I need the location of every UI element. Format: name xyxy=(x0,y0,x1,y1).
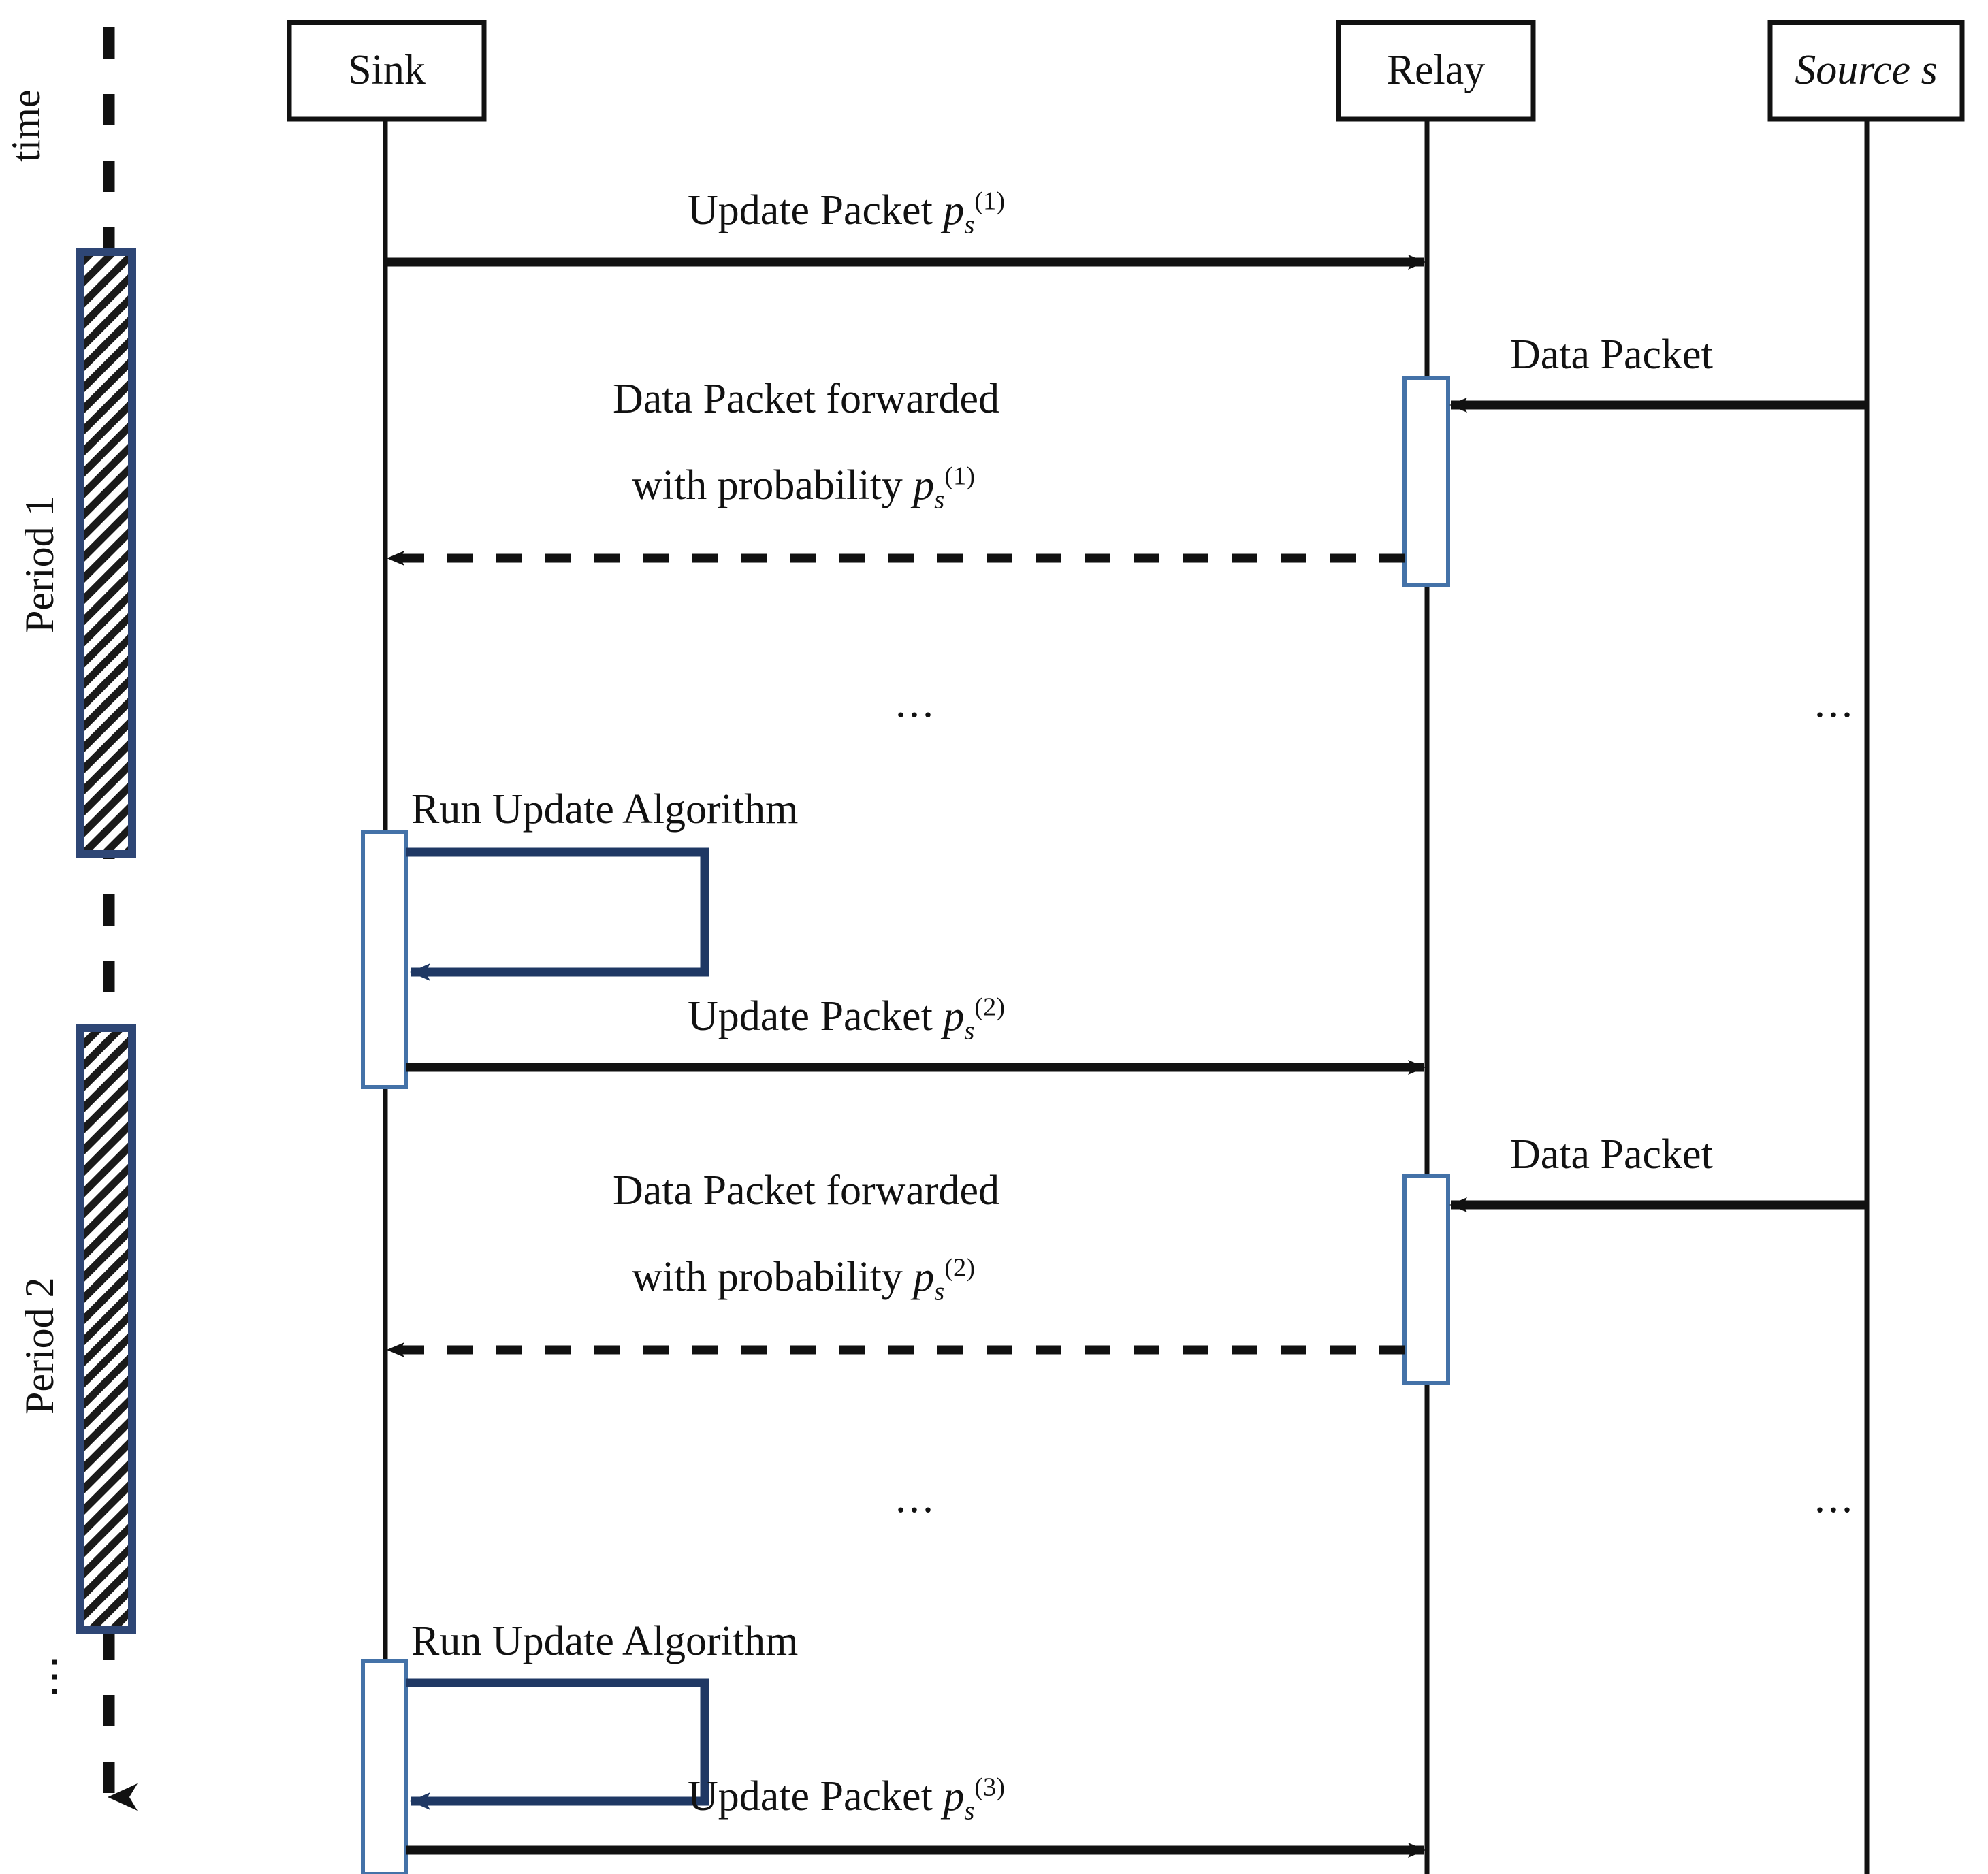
self-loop-label-run-update-algorithm-2: Run Update Algorithm xyxy=(411,1618,799,1664)
message-label-forward-return-1-line1: Data Packet forwarded xyxy=(613,376,1000,422)
p-superscript: (2) xyxy=(944,1253,976,1282)
p-subscript: s xyxy=(964,210,975,240)
lifeline-label-source: Source s xyxy=(1795,47,1938,93)
message-label-forward-return-1-line2: with probability ps(1) xyxy=(632,462,976,513)
with-probability-text: with probability xyxy=(632,1254,914,1300)
ellipsis-time-axis: ⋮ xyxy=(33,1651,76,1700)
period-1-label: Period 1 xyxy=(17,496,62,633)
p-variable: p xyxy=(943,187,965,233)
p-superscript: (1) xyxy=(974,187,1006,216)
message-label-data-packet-1: Data Packet xyxy=(1510,332,1713,378)
p-subscript: s xyxy=(934,1277,945,1306)
self-loop-run-update-algorithm-2 xyxy=(406,1678,709,1810)
p-subscript: s xyxy=(964,1016,975,1046)
period-1-hatched-bar xyxy=(76,248,136,858)
message-label-update-packet-2: Update Packet ps(2) xyxy=(688,992,1006,1044)
ellipsis-sink-period2: ... xyxy=(895,1473,936,1521)
p-superscript: (1) xyxy=(944,462,976,491)
message-label-forward-return-2-line2: with probability ps(2) xyxy=(632,1253,976,1304)
time-axis-label: time xyxy=(3,89,48,162)
update-packet-text: Update Packet xyxy=(688,993,944,1039)
p-variable: p xyxy=(913,462,935,508)
period-2-label: Period 2 xyxy=(17,1277,62,1415)
p-subscript: s xyxy=(964,1796,975,1826)
update-packet-text: Update Packet xyxy=(688,1773,944,1820)
p-superscript: (2) xyxy=(974,992,1006,1022)
sink-activation-box-1 xyxy=(361,830,408,1089)
ellipsis-source-period1: ... xyxy=(1814,678,1855,726)
p-variable: p xyxy=(943,993,965,1039)
lifeline-label-sink: Sink xyxy=(348,47,426,93)
lifeline-head-relay[interactable] xyxy=(1336,20,1536,122)
self-loop-run-update-algorithm-1 xyxy=(406,847,709,981)
p-subscript: s xyxy=(934,485,945,515)
ellipsis-source-period2: ... xyxy=(1814,1473,1855,1521)
with-probability-text: with probability xyxy=(632,462,914,508)
relay-head-box[interactable] xyxy=(1336,20,1536,122)
message-label-forward-return-2-line1: Data Packet forwarded xyxy=(613,1167,1000,1214)
message-label-update-packet-3: Update Packet ps(3) xyxy=(688,1773,1006,1824)
period-bar-2 xyxy=(76,1024,136,1634)
p-superscript: (3) xyxy=(974,1773,1006,1802)
p-variable: p xyxy=(943,1773,965,1820)
sink-activation-box-2 xyxy=(361,1659,408,1874)
update-packet-text: Update Packet xyxy=(688,187,944,233)
relay-activation-box-2 xyxy=(1402,1174,1450,1385)
relay-activation-box-1 xyxy=(1402,376,1450,587)
period-bar-1 xyxy=(76,248,136,858)
lifeline-label-relay: Relay xyxy=(1386,47,1486,93)
message-label-data-packet-2: Data Packet xyxy=(1510,1131,1713,1178)
message-label-update-packet-1: Update Packet ps(1) xyxy=(688,187,1006,238)
period-2-hatched-bar xyxy=(76,1024,136,1634)
p-variable: p xyxy=(913,1254,935,1300)
ellipsis-sink-period1: ... xyxy=(895,678,936,726)
self-loop-label-run-update-algorithm-1: Run Update Algorithm xyxy=(411,786,799,833)
